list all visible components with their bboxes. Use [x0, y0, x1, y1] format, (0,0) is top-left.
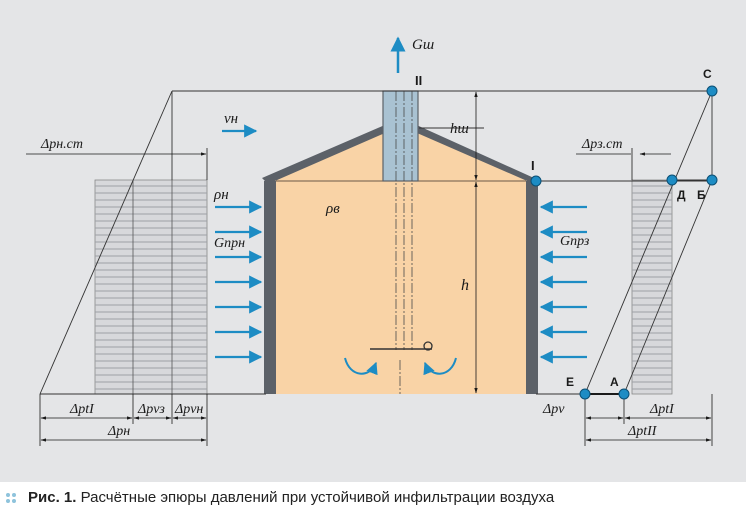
label-dp-v: Δpv — [542, 402, 565, 417]
label-point-c: С — [703, 67, 712, 81]
label-point-i: I — [531, 158, 535, 173]
figure-area: Gш II hш I h vн ρн ρв Gпрн Gпрз Δpн.ст Δ… — [0, 0, 746, 482]
caption-prefix: Рис. 1. — [28, 489, 77, 506]
point-c-marker — [706, 85, 718, 97]
right-pressure-block — [631, 179, 673, 395]
caption-bullet-icon — [6, 493, 20, 507]
label-point-ii: II — [415, 73, 422, 88]
points — [530, 85, 718, 400]
dimension-lines — [26, 91, 713, 446]
point-e-marker — [579, 388, 591, 400]
label-dp-n: Δpн — [107, 424, 130, 439]
label-h-sh: hш — [450, 121, 469, 137]
circulation-arrows — [344, 357, 457, 376]
label-dp-zst: Δpз.ст — [581, 137, 623, 152]
left-pressure-block — [94, 179, 208, 395]
caption-text: Расчётные эпюры давлений при устойчивой … — [76, 489, 555, 506]
label-dp-tii: ΔptII — [627, 424, 658, 439]
label-dp-vz: Δpvз — [137, 402, 165, 417]
point-d-marker — [666, 174, 678, 186]
label-dp-vn: Δpvн — [174, 402, 203, 417]
infiltration-arrows-left — [215, 200, 263, 364]
label-rho-v: ρв — [325, 201, 340, 217]
building — [262, 90, 538, 394]
figure-caption: Рис. 1. Расчётные эпюры давлений при уст… — [0, 484, 746, 515]
label-g-sh: Gш — [412, 37, 434, 53]
label-point-e: Е — [566, 375, 574, 389]
label-g-prn: Gпрн — [214, 236, 245, 251]
label-dp-ti-right: ΔptI — [649, 402, 675, 417]
diagram-canvas: Gш II hш I h vн ρн ρв Gпрн Gпрз Δpн.ст Δ… — [26, 36, 718, 446]
point-b-marker — [706, 174, 718, 186]
label-point-d: Д — [677, 188, 686, 202]
label-h: h — [461, 277, 469, 294]
infiltration-arrows-right — [539, 200, 587, 364]
label-dp-nst: Δpн.ст — [40, 137, 83, 152]
label-dp-ti-left: ΔptI — [69, 402, 95, 417]
label-point-a: А — [610, 375, 619, 389]
label-point-b: Б — [697, 188, 706, 202]
label-rho-n: ρн — [213, 187, 229, 203]
point-i-marker — [530, 175, 542, 187]
label-v-n: vн — [224, 111, 238, 127]
label-g-prz: Gпрз — [560, 234, 590, 249]
epure-lines — [39, 90, 713, 395]
point-a-marker — [618, 388, 630, 400]
